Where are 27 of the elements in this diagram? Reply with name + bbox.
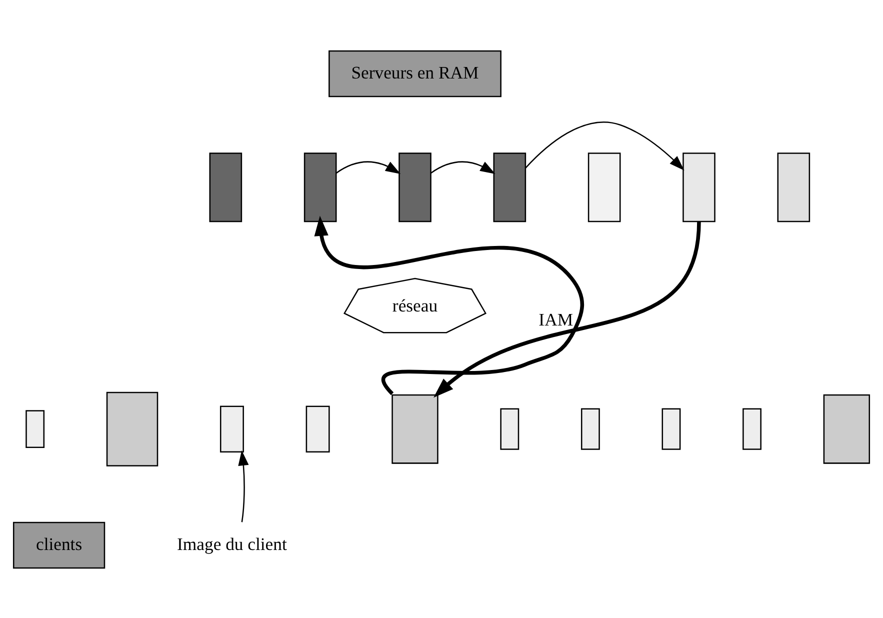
- node-box: [777, 152, 810, 222]
- arrow: [336, 160, 401, 174]
- node-box: [106, 391, 158, 466]
- node-box: [682, 152, 716, 222]
- node-box: [580, 408, 600, 450]
- node-box: [588, 152, 621, 222]
- node-box: clients: [12, 521, 106, 568]
- node-text: Image du client: [177, 533, 287, 554]
- node-box: Serveurs en RAM: [328, 50, 502, 97]
- node-box: [306, 405, 330, 452]
- arrow: [434, 220, 701, 398]
- node-box: [823, 394, 870, 464]
- node-box: [304, 152, 337, 222]
- arrow: [238, 450, 249, 522]
- node-box: [398, 152, 432, 222]
- node-box: [500, 408, 520, 450]
- node-box: [209, 152, 242, 222]
- arrow: [525, 121, 684, 170]
- node-box: [493, 152, 526, 222]
- node-box: [662, 408, 681, 450]
- arrow: [314, 215, 584, 394]
- edge-label: IAM: [538, 309, 574, 330]
- node-box: [220, 405, 244, 452]
- node-box: [392, 394, 438, 464]
- arrow: [430, 160, 496, 174]
- node-box: [26, 410, 45, 448]
- node-box: [742, 408, 762, 450]
